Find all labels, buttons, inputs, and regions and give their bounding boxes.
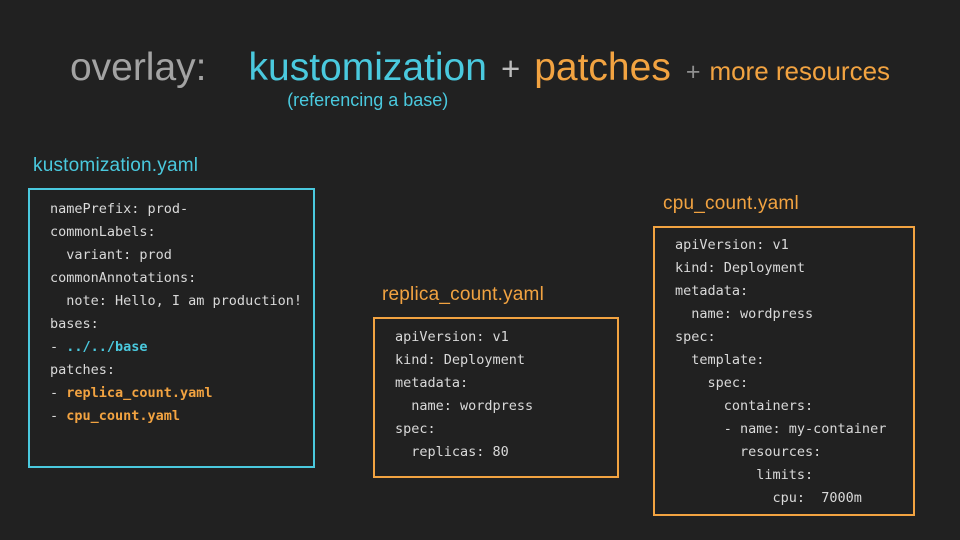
code-line: template: <box>675 349 913 372</box>
code-text: - name: my-container <box>675 421 887 437</box>
code-text: variant: prod <box>50 247 172 263</box>
code-line: cpu: 7000m <box>675 487 913 510</box>
replica-count-yaml-box: apiVersion: v1 kind: Deployment metadata… <box>373 317 619 478</box>
code-text: patches: <box>50 362 116 378</box>
code-text: commonLabels: <box>50 224 156 240</box>
title-more-resources: more resources <box>709 56 891 86</box>
code-line: replicas: 80 <box>395 441 617 464</box>
code-text: limits: <box>675 467 814 483</box>
code-line: spec: <box>675 326 913 349</box>
code-line: spec: <box>675 372 913 395</box>
code-line: commonLabels: <box>50 221 313 244</box>
code-line: - replica_count.yaml <box>50 382 313 405</box>
kustomization-yaml-label: kustomization.yaml <box>33 155 199 176</box>
title-kustomization: kustomization <box>248 46 487 89</box>
code-text: metadata: <box>395 375 469 391</box>
code-line: - ../../base <box>50 336 313 359</box>
code-line: kind: Deployment <box>675 257 913 280</box>
code-line: variant: prod <box>50 244 313 267</box>
title-kustomization-wrap: kustomization (referencing a base) <box>248 46 487 110</box>
code-line: name: wordpress <box>395 395 617 418</box>
code-line: apiVersion: v1 <box>675 234 913 257</box>
title-plus-1: + <box>500 50 521 87</box>
cpu-count-yaml-label: cpu_count.yaml <box>663 193 799 214</box>
code-line: metadata: <box>675 280 913 303</box>
code-line: spec: <box>395 418 617 441</box>
code-line: apiVersion: v1 <box>395 326 617 349</box>
code-text: apiVersion: v1 <box>395 329 509 345</box>
kustomization-yaml-box: namePrefix: prod- commonLabels: variant:… <box>28 188 315 468</box>
code-line: - name: my-container <box>675 418 913 441</box>
code-text: apiVersion: v1 <box>675 237 789 253</box>
replica-patch-highlight: replica_count.yaml <box>66 385 213 401</box>
code-text: spec: <box>675 375 749 391</box>
code-text: name: wordpress <box>675 306 814 322</box>
code-line: kind: Deployment <box>395 349 617 372</box>
title-plus-2: + <box>685 58 701 86</box>
code-text: kind: Deployment <box>675 260 806 276</box>
code-text: - <box>50 408 67 424</box>
code-text: commonAnnotations: <box>50 270 197 286</box>
title-overlay: overlay: <box>69 46 207 89</box>
slide-title: overlay: kustomization (referencing a ba… <box>0 46 960 110</box>
replica-count-yaml-label: replica_count.yaml <box>382 284 545 305</box>
code-text: kind: Deployment <box>395 352 526 368</box>
code-text: cpu: 7000m <box>675 490 862 506</box>
code-text: replicas: 80 <box>395 444 509 460</box>
code-text: spec: <box>675 329 716 345</box>
code-line: bases: <box>50 313 313 336</box>
cpu-count-yaml-box: apiVersion: v1 kind: Deployment metadata… <box>653 226 915 516</box>
code-line: namePrefix: prod- <box>50 198 313 221</box>
code-text: note: Hello, I am production! <box>50 293 302 309</box>
code-text: bases: <box>50 316 99 332</box>
code-line: patches: <box>50 359 313 382</box>
code-line: note: Hello, I am production! <box>50 290 313 313</box>
code-text: spec: <box>395 421 436 437</box>
code-line: metadata: <box>395 372 617 395</box>
code-text: metadata: <box>675 283 749 299</box>
code-line: resources: <box>675 441 913 464</box>
code-text: namePrefix: prod- <box>50 201 189 217</box>
code-text: resources: <box>675 444 822 460</box>
cpu-patch-highlight: cpu_count.yaml <box>66 408 181 424</box>
code-text: template: <box>675 352 765 368</box>
code-text: name: wordpress <box>395 398 534 414</box>
code-line: name: wordpress <box>675 303 913 326</box>
code-line: commonAnnotations: <box>50 267 313 290</box>
code-text: containers: <box>675 398 814 414</box>
code-line: limits: <box>675 464 913 487</box>
code-line: - cpu_count.yaml <box>50 405 313 428</box>
title-subtitle: (referencing a base) <box>287 90 449 110</box>
title-patches: patches <box>534 46 671 89</box>
code-text: - <box>50 385 67 401</box>
code-line: containers: <box>675 395 913 418</box>
base-path-highlight: ../../base <box>66 339 148 355</box>
code-text: - <box>50 339 67 355</box>
